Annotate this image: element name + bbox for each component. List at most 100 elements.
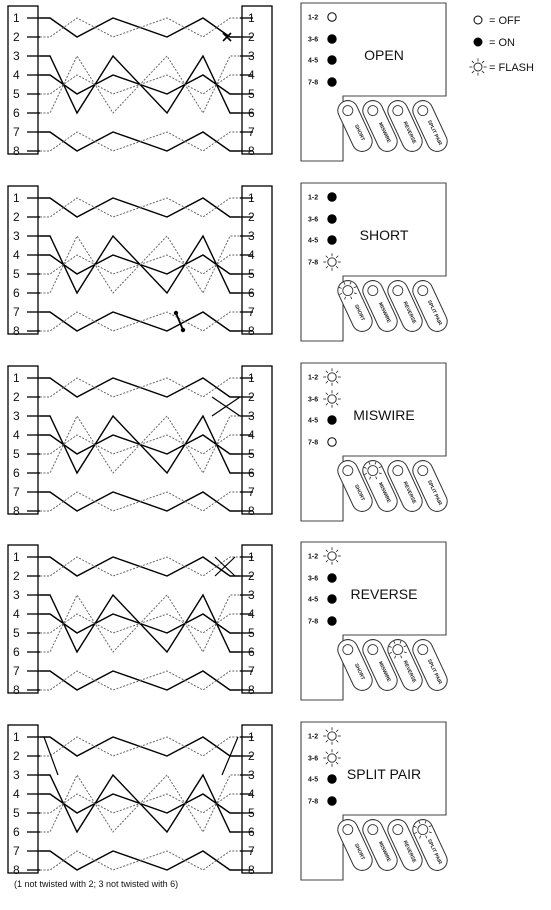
flash-ray <box>418 820 421 824</box>
led-label-4-5: 4-5 <box>308 238 318 245</box>
wire-pin-5 <box>40 434 240 455</box>
led-label-1-2: 1-2 <box>308 375 318 382</box>
flash-ray <box>325 392 329 396</box>
flash-ray <box>335 549 339 553</box>
right-connector <box>241 185 273 335</box>
left-pin-2: 2 <box>13 210 20 224</box>
led-label-1-2: 1-2 <box>308 734 318 741</box>
flash-ray <box>325 739 329 743</box>
left-pin-8: 8 <box>13 144 20 158</box>
status-label: REVERSE <box>351 586 418 602</box>
left-pin-7: 7 <box>13 305 20 319</box>
legend: = OFF = ON = FLASH <box>469 15 534 76</box>
led-7-8-on-icon <box>327 616 337 626</box>
open-fault-mark <box>222 32 232 42</box>
status-label: OPEN <box>364 47 404 63</box>
left-pin-8: 8 <box>13 324 20 338</box>
left-pin-4: 4 <box>13 787 20 801</box>
flash-legend-icon <box>469 58 487 76</box>
button-led <box>392 824 404 836</box>
wire-pin-2 <box>40 736 240 757</box>
left-pin-1: 1 <box>13 191 20 205</box>
split-cross <box>43 736 59 776</box>
led-4-5-on-icon <box>327 235 337 245</box>
flash-ray <box>325 380 329 384</box>
flash-ray <box>343 281 346 285</box>
flash-ray <box>375 476 378 480</box>
led-3-6-on-icon <box>327 34 337 44</box>
flash-ray <box>394 655 396 659</box>
status-label: SHORT <box>360 227 409 243</box>
button-led <box>417 824 429 836</box>
short-fault-mark <box>175 312 184 331</box>
flash-ray <box>325 265 329 269</box>
flash-ray <box>325 402 329 406</box>
mode-button-short: SHORT <box>337 819 373 871</box>
flash-ray <box>481 70 485 74</box>
wire-pin-8 <box>40 311 240 332</box>
legend-label-on: = ON <box>489 37 515 49</box>
led-label-3-6: 3-6 <box>308 217 318 224</box>
panel-outline <box>300 362 447 522</box>
flash-ray <box>353 292 357 295</box>
wire-pin-8 <box>40 131 240 152</box>
led-7-8-flash-icon <box>323 253 341 271</box>
flash-ray <box>335 729 339 733</box>
led-label-7-8: 7-8 <box>308 799 318 806</box>
left-connector <box>7 185 39 335</box>
led-7-8-on-icon <box>327 796 337 806</box>
led-3-6-flash-icon <box>323 390 341 408</box>
mode-button-reverse: REVERSE <box>387 280 423 332</box>
button-led <box>392 285 404 297</box>
led-ring <box>327 551 337 561</box>
left-pin-7: 7 <box>13 125 20 139</box>
led-label-4-5: 4-5 <box>308 597 318 604</box>
left-pin-3: 3 <box>13 49 20 63</box>
flash-ray <box>335 265 339 269</box>
left-pin-8: 8 <box>13 863 20 877</box>
flash-ray <box>393 640 396 644</box>
mode-button-reverse: REVERSE <box>387 639 423 691</box>
flash-ray <box>335 761 339 765</box>
short-fault-dot <box>173 310 179 316</box>
led-ring <box>473 62 483 72</box>
flash-ray <box>378 466 382 469</box>
left-pin-5: 5 <box>13 626 20 640</box>
left-pin-7: 7 <box>13 664 20 678</box>
right-connector <box>241 5 273 155</box>
mode-button-split-pair: SPLIT PAIR <box>412 460 448 512</box>
mode-button-miswire: MISWIRE <box>362 819 398 871</box>
wire-pin-2 <box>40 197 240 218</box>
led-label-4-5: 4-5 <box>308 58 318 65</box>
button-led <box>417 285 429 297</box>
panel-outline <box>300 541 447 701</box>
button-led <box>392 465 404 477</box>
led-4-5-on-icon <box>327 594 337 604</box>
wire-pin-8 <box>40 670 240 691</box>
button-led <box>342 105 354 117</box>
flash-ray <box>335 739 339 743</box>
flash-ray <box>325 370 329 374</box>
flash-ray <box>325 255 329 259</box>
reverse-cross <box>214 556 236 577</box>
mode-button-miswire: MISWIRE <box>362 100 398 152</box>
mode-button-reverse: REVERSE <box>387 819 423 871</box>
left-connector <box>7 365 39 515</box>
legend-label-flash: = FLASH <box>489 62 534 74</box>
button-led <box>342 465 354 477</box>
led-label-1-2: 1-2 <box>308 195 318 202</box>
wire-pin-5 <box>40 613 240 634</box>
button-led <box>392 644 404 656</box>
flash-ray <box>425 835 428 839</box>
mode-button-reverse: REVERSE <box>387 100 423 152</box>
left-pin-2: 2 <box>13 749 20 763</box>
on-legend-icon <box>473 37 483 47</box>
mode-button-miswire: MISWIRE <box>362 639 398 691</box>
legend-label-off: = OFF <box>489 15 521 27</box>
left-pin-6: 6 <box>13 466 20 480</box>
short-fault-dot <box>180 327 186 333</box>
led-label-3-6: 3-6 <box>308 37 318 44</box>
